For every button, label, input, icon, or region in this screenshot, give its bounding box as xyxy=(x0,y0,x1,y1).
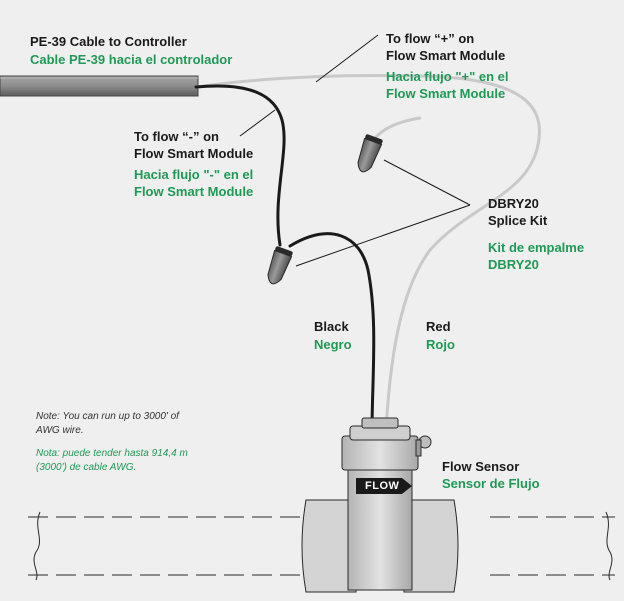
pe39-cable xyxy=(0,75,199,97)
cable-label-en: PE-39 Cable to Controller xyxy=(30,34,187,49)
flow-minus-line2-es: Flow Smart Module xyxy=(134,184,254,199)
flow-sensor xyxy=(301,417,459,593)
splice-kit-line1-es: Kit de empalme xyxy=(488,240,585,255)
flow-plus-line1-es: Hacia flujo "+" en el xyxy=(386,69,509,84)
black-wire-label-en: Black xyxy=(314,319,349,334)
flow-arrow-label: FLOW xyxy=(365,480,400,492)
red-wire xyxy=(194,74,541,432)
splice-kit-line2-es: DBRY20 xyxy=(488,257,539,272)
leader-lines xyxy=(239,34,471,267)
pipe xyxy=(28,511,615,581)
note-line2-en: AWG wire. xyxy=(36,425,84,436)
note-line1-es: Nota: puede tender hasta 914,4 m xyxy=(36,448,188,459)
splice-cap-lower xyxy=(267,246,293,285)
red-wire-label-es: Rojo xyxy=(426,337,455,352)
note-line1-en: Note: You can run up to 3000' of xyxy=(36,411,179,422)
flow-minus-line2-en: Flow Smart Module xyxy=(134,146,254,161)
flow-plus-line2-en: Flow Smart Module xyxy=(386,48,506,63)
flow-minus-line1-es: Hacia flujo "-" en el xyxy=(134,167,254,182)
note-line2-es: (3000') de cable AWG. xyxy=(36,462,137,473)
cable-label-es: Cable PE-39 hacia el controlador xyxy=(30,52,233,67)
flow-plus-line1-en: To flow “+” on xyxy=(386,31,475,46)
black-wire xyxy=(194,84,286,247)
black-wire-to-sensor xyxy=(288,232,376,434)
flow-sensor-label-es: Sensor de Flujo xyxy=(442,476,540,491)
flow-minus-line1-en: To flow “-” on xyxy=(134,129,219,144)
red-wire-label-en: Red xyxy=(426,319,451,334)
red-wire-to-splice xyxy=(370,116,422,144)
splice-kit-line2-en: Splice Kit xyxy=(488,213,548,228)
splice-cap-upper xyxy=(357,134,383,173)
flow-sensor-label-en: Flow Sensor xyxy=(442,459,520,474)
splice-kit-line1-en: DBRY20 xyxy=(488,196,539,211)
flow-plus-line2-es: Flow Smart Module xyxy=(386,86,506,101)
black-wire-label-es: Negro xyxy=(314,337,352,352)
